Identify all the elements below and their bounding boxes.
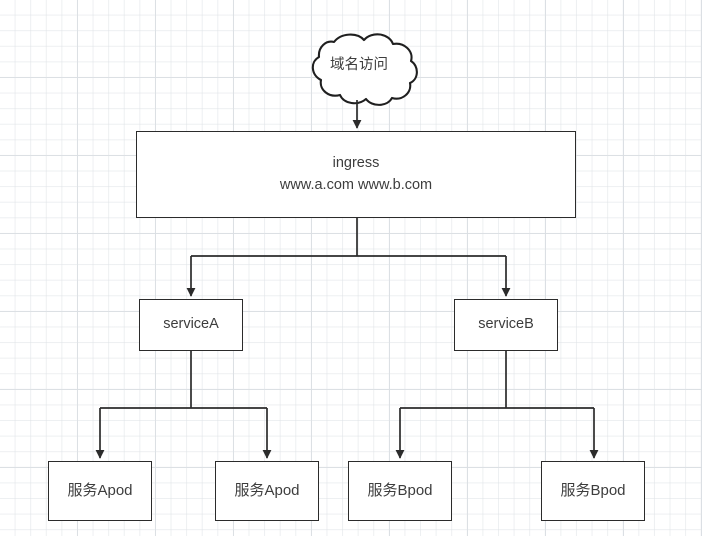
ingress-node[interactable]: ingress www.a.com www.b.com bbox=[136, 131, 576, 218]
cloud-shape bbox=[311, 33, 418, 106]
service-b-label: serviceB bbox=[478, 316, 534, 333]
pod-label-2: 服务Bpod bbox=[367, 482, 433, 500]
pod-node-1[interactable]: 服务Apod bbox=[215, 461, 319, 521]
pod-node-2[interactable]: 服务Bpod bbox=[348, 461, 452, 521]
pod-node-0[interactable]: 服务Apod bbox=[48, 461, 152, 521]
ingress-hosts: www.a.com www.b.com bbox=[279, 176, 433, 193]
service-a-label: serviceA bbox=[163, 316, 219, 333]
pod-node-3[interactable]: 服务Bpod bbox=[541, 461, 645, 521]
pod-label-1: 服务Apod bbox=[234, 482, 300, 500]
service-b-node[interactable]: serviceB bbox=[454, 299, 558, 351]
ingress-title: ingress bbox=[332, 155, 380, 172]
service-a-node[interactable]: serviceA bbox=[139, 299, 243, 351]
pod-label-3: 服务Bpod bbox=[560, 482, 626, 500]
pod-label-0: 服务Apod bbox=[67, 482, 133, 500]
